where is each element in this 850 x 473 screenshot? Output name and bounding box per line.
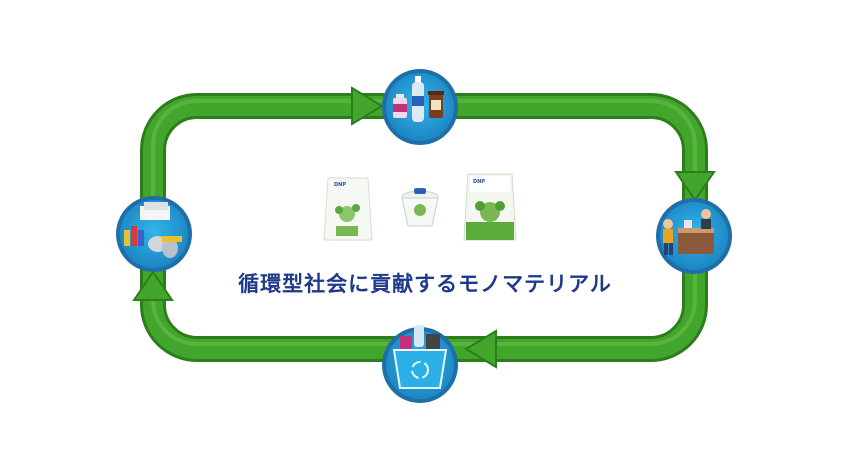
product-brand-label: DNP — [334, 182, 346, 188]
packaging-materials-icon — [116, 196, 192, 272]
arrow-top-icon — [351, 86, 384, 126]
product-pouch-2: DNP — [463, 173, 517, 241]
arrow-bottom-icon — [464, 329, 497, 369]
product-brand-label-2: DNP — [473, 179, 485, 185]
recycling-bin-icon — [382, 325, 458, 403]
product-pouch-1: DNP — [323, 177, 373, 241]
cup-brand-label: DNP — [416, 189, 426, 194]
product-cup: DNP — [401, 188, 439, 227]
store-checkout-icon — [656, 198, 732, 274]
arrow-right-icon — [674, 171, 716, 202]
arrow-left-icon — [132, 270, 174, 301]
beverage-containers-icon — [382, 69, 458, 145]
diagram-caption: 循環型社会に貢献するモノマテリアル — [238, 272, 612, 296]
